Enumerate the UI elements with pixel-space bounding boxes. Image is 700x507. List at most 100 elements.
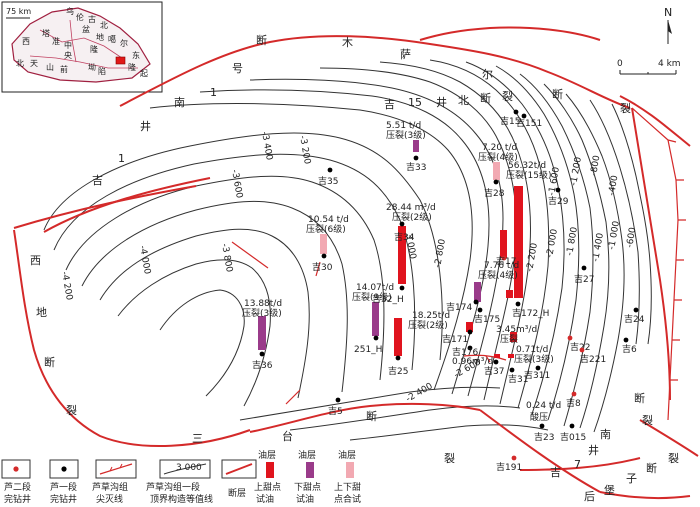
svg-text:吉6: 吉6 bbox=[622, 344, 637, 355]
svg-text:3 000: 3 000 bbox=[176, 463, 202, 473]
well-dot bbox=[259, 351, 265, 357]
svg-text:三: 三 bbox=[192, 432, 203, 445]
inset-place: 准 bbox=[52, 36, 60, 46]
svg-text:上下甜: 上下甜 bbox=[334, 481, 361, 493]
svg-text:压裂(3级): 压裂(3级) bbox=[514, 353, 554, 365]
svg-text:断: 断 bbox=[552, 87, 563, 101]
svg-text:吉176: 吉176 bbox=[452, 347, 478, 358]
well-dot bbox=[535, 365, 541, 371]
svg-text:台: 台 bbox=[282, 429, 293, 443]
svg-text:-4 200: -4 200 bbox=[59, 271, 74, 302]
svg-text:堡: 堡 bbox=[604, 483, 615, 497]
svg-text:吉191: 吉191 bbox=[496, 462, 522, 473]
svg-text:压裂(6级): 压裂(6级) bbox=[306, 223, 346, 235]
inset-place: 伦 bbox=[76, 12, 84, 22]
svg-text:断: 断 bbox=[256, 33, 267, 47]
svg-text:吉28: 吉28 bbox=[484, 188, 505, 199]
well-dot bbox=[327, 167, 333, 173]
well-dot bbox=[509, 367, 515, 373]
fault-lines bbox=[13, 26, 699, 500]
well-dot bbox=[623, 337, 629, 343]
svg-text:断层: 断层 bbox=[228, 487, 246, 499]
upper-oil-bar bbox=[510, 332, 517, 342]
inset-place: 盆 bbox=[82, 24, 90, 34]
svg-text:芦二段: 芦二段 bbox=[4, 481, 31, 493]
svg-text:压裂: 压裂 bbox=[500, 334, 518, 345]
inset-place: 中 bbox=[64, 40, 72, 50]
well-dot bbox=[413, 155, 419, 161]
inset-map: 75 km 乌 伦 古 北 塔 盆 地 准 噶 尔 西 中 央 隆 东 北 天 … bbox=[1, 1, 163, 93]
svg-text:14.07t/d: 14.07t/d bbox=[356, 283, 394, 293]
inset-place: 前 bbox=[60, 64, 68, 74]
well-dot bbox=[467, 329, 473, 335]
svg-text:完钻井: 完钻井 bbox=[4, 493, 31, 505]
svg-text:断: 断 bbox=[44, 355, 55, 369]
upper-oil-bar bbox=[494, 354, 500, 358]
svg-text:南: 南 bbox=[600, 428, 611, 441]
svg-text:-2 000: -2 000 bbox=[545, 228, 560, 259]
svg-text:尖灭线: 尖灭线 bbox=[96, 493, 123, 505]
well-dot bbox=[395, 355, 401, 361]
svg-text:吉15: 吉15 bbox=[500, 116, 520, 127]
svg-text:压裂(4级): 压裂(4级) bbox=[478, 269, 518, 281]
svg-text:56.32t/d: 56.32t/d bbox=[508, 161, 546, 171]
svg-text:油层: 油层 bbox=[258, 449, 276, 461]
svg-text:吉172_H: 吉172_H bbox=[512, 308, 549, 319]
svg-text:7.76 t/d: 7.76 t/d bbox=[484, 261, 519, 271]
upper-oil-bar bbox=[506, 290, 513, 298]
svg-text:地: 地 bbox=[36, 306, 47, 319]
svg-text:7: 7 bbox=[574, 458, 581, 471]
upper-oil-bar bbox=[508, 354, 514, 358]
well-dot bbox=[511, 455, 517, 461]
svg-text:-1 200: -1 200 bbox=[569, 156, 584, 187]
svg-text:吉: 吉 bbox=[384, 98, 395, 111]
svg-text:N: N bbox=[664, 6, 672, 19]
svg-text:3 000: 3 000 bbox=[403, 233, 417, 260]
svg-text:吉015: 吉015 bbox=[560, 432, 586, 443]
well-dot bbox=[493, 179, 499, 185]
upper-oil-bar bbox=[500, 230, 507, 258]
well-dot bbox=[569, 423, 575, 429]
svg-text:井: 井 bbox=[140, 119, 151, 133]
inset-place: 北 bbox=[16, 59, 24, 68]
well-dot bbox=[467, 345, 473, 351]
svg-text:13.88t/d: 13.88t/d bbox=[244, 299, 282, 309]
well-dot bbox=[513, 109, 519, 115]
inset-place: 坳 bbox=[88, 62, 96, 72]
svg-text:子: 子 bbox=[626, 472, 637, 485]
svg-text:10.54 t/d: 10.54 t/d bbox=[308, 215, 349, 225]
svg-text:28.44 m³/d: 28.44 m³/d bbox=[386, 203, 436, 213]
svg-text:裂: 裂 bbox=[502, 90, 513, 103]
svg-text:断: 断 bbox=[646, 461, 657, 475]
svg-text:吉24: 吉24 bbox=[624, 314, 645, 325]
svg-text:5.51 t/d: 5.51 t/d bbox=[386, 121, 421, 131]
well-dot bbox=[501, 255, 507, 261]
lower-oil-bar bbox=[413, 140, 419, 152]
combined-oil-bar bbox=[320, 234, 327, 254]
inset-place: 起 bbox=[140, 69, 148, 78]
well-dot bbox=[493, 359, 499, 365]
well-dot bbox=[335, 397, 341, 403]
inset-place: 北 bbox=[100, 21, 108, 30]
svg-text:压裂(2级): 压裂(2级) bbox=[408, 319, 448, 331]
svg-text:尔: 尔 bbox=[482, 68, 493, 81]
svg-text:-3 400: -3 400 bbox=[259, 131, 274, 162]
upper-oil-bar bbox=[514, 186, 523, 298]
well-dot bbox=[515, 301, 521, 307]
svg-text:断: 断 bbox=[366, 409, 377, 423]
svg-text:下甜点: 下甜点 bbox=[294, 481, 321, 493]
upper-oil-bar bbox=[398, 226, 406, 284]
svg-text:-2 400: -2 400 bbox=[405, 381, 435, 404]
svg-text:木: 木 bbox=[342, 36, 353, 49]
svg-text:裂: 裂 bbox=[642, 414, 653, 427]
inset-place: 西 bbox=[22, 37, 30, 46]
lower-oil-bar bbox=[474, 282, 481, 302]
svg-text:断: 断 bbox=[634, 391, 645, 405]
oil-test-bars bbox=[258, 140, 523, 358]
svg-text:北: 北 bbox=[458, 94, 469, 107]
svg-text:-4 000: -4 000 bbox=[137, 245, 152, 276]
svg-text:芦一段: 芦一段 bbox=[50, 481, 77, 493]
well-dot bbox=[567, 335, 573, 341]
inset-scale-label: 75 km bbox=[6, 7, 31, 16]
svg-text:-400: -400 bbox=[607, 174, 620, 196]
